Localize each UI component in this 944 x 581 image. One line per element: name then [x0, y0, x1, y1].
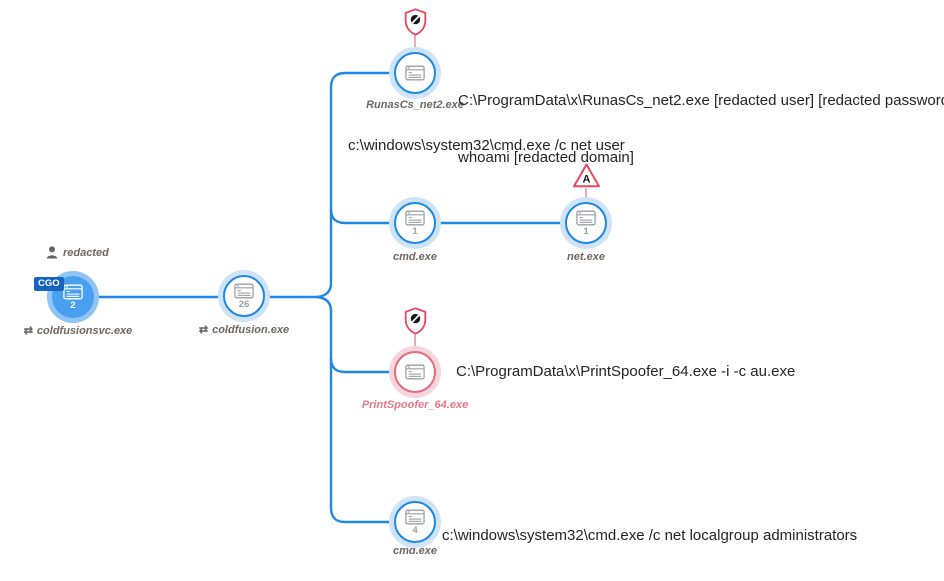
process-node-printspoofer[interactable] [389, 346, 441, 398]
malware-shield-icon[interactable] [404, 307, 427, 340]
initiating-user: redacted [46, 246, 109, 259]
window-icon [405, 364, 425, 380]
commandline-cmd4: c:\windows\system32\cmd.exe /c net local… [442, 527, 858, 544]
window-icon [576, 210, 596, 226]
commandline-runascs: C:\ProgramData\x\RunasCs_net2.exe [redac… [458, 92, 944, 166]
window-icon [405, 509, 425, 525]
window-icon [405, 210, 425, 226]
process-count: 1 [583, 225, 589, 237]
process-node-coldfusion[interactable]: 26 [218, 270, 270, 322]
alert-triangle-icon[interactable]: A [572, 162, 601, 194]
sync-icon: ⇄ [23, 324, 33, 337]
alert-glyph: A [583, 174, 591, 186]
process-label: ⇄ coldfusion.exe [198, 323, 290, 336]
process-node-cmd-1[interactable]: 1 [389, 197, 441, 249]
process-label: net.exe [567, 251, 605, 263]
process-count: 2 [70, 299, 76, 311]
process-node-runascs[interactable] [389, 47, 441, 99]
process-count: 26 [238, 298, 250, 310]
process-label: cmd.exe [392, 545, 438, 557]
origin-badge: CGO [34, 277, 64, 291]
process-count: 4 [412, 524, 418, 536]
user-icon [46, 246, 58, 259]
window-icon [234, 283, 254, 299]
user-name: redacted [63, 246, 109, 259]
commandline-net-user: c:\windows\system32\cmd.exe /c net user [348, 137, 625, 154]
process-label: PrintSpoofer_64.exe [361, 399, 469, 411]
process-node-net[interactable]: 1 [560, 197, 612, 249]
window-icon [63, 284, 83, 300]
process-count: 1 [412, 225, 418, 237]
malware-shield-icon[interactable] [404, 8, 427, 41]
process-label: cmd.exe [392, 251, 438, 263]
window-icon [405, 65, 425, 81]
process-node-cmd-2[interactable]: 4 [389, 496, 441, 548]
process-label: RunasCs_net2.exe [366, 99, 464, 111]
sync-icon: ⇄ [198, 323, 209, 336]
process-label: ⇄ coldfusionsvc.exe [23, 324, 133, 337]
commandline-printspoofer: C:\ProgramData\x\PrintSpoofer_64.exe -i … [456, 363, 796, 380]
